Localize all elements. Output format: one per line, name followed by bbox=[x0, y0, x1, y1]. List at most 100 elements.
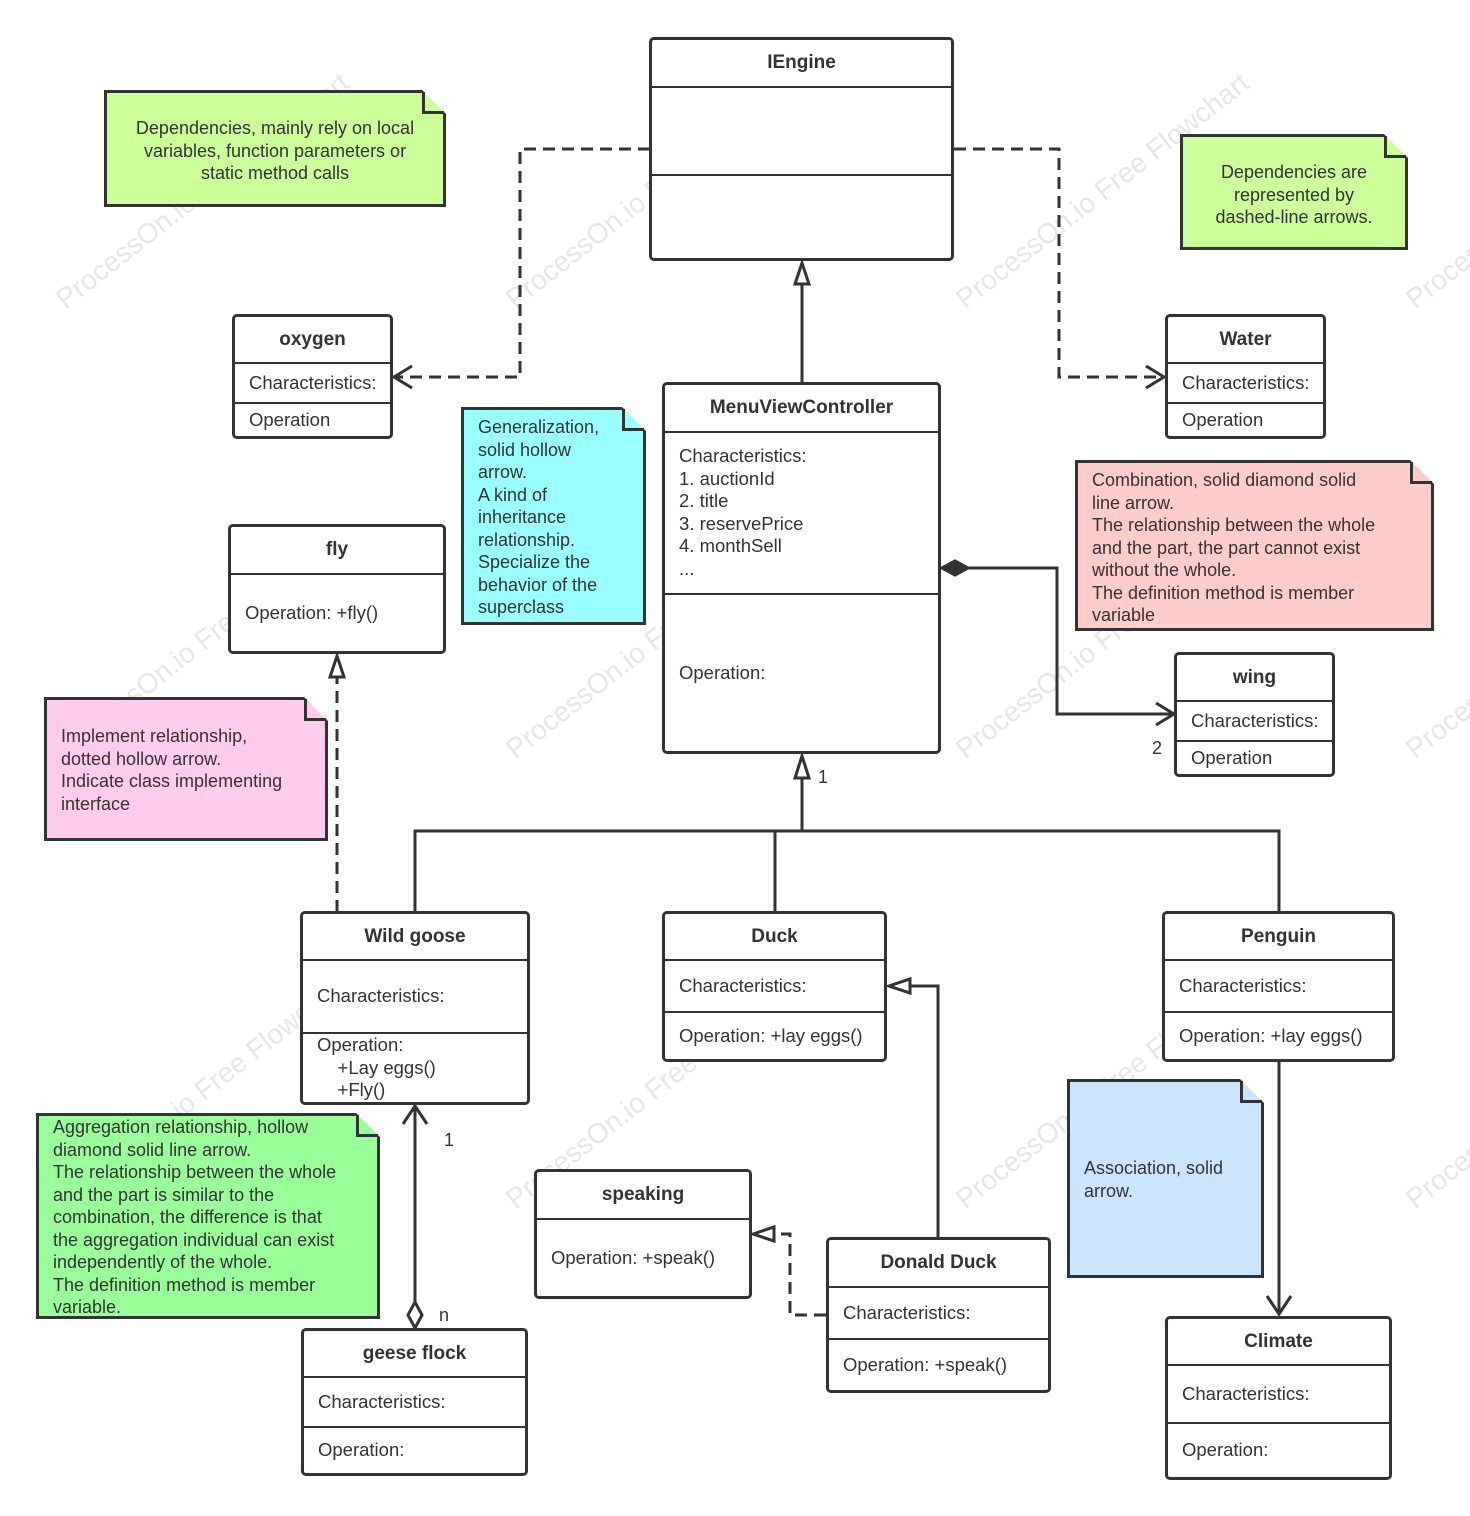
filled-diamond-icon bbox=[938, 559, 972, 577]
class-attributes: Characteristics: bbox=[1168, 1364, 1389, 1422]
note-line: variable bbox=[1092, 605, 1156, 625]
note-line: superclass bbox=[478, 597, 565, 617]
note-line: inheritance bbox=[478, 507, 567, 527]
class-speaking[interactable]: speaking Operation: +speak() bbox=[534, 1169, 752, 1299]
note-line: independently of the whole. bbox=[53, 1252, 273, 1272]
multiplicity-label: 1 bbox=[444, 1130, 455, 1150]
generalization-line-donald-duck bbox=[910, 984, 940, 1238]
attribute-line: 2. title bbox=[679, 490, 729, 511]
class-operations: Operation: +fly() bbox=[231, 573, 443, 651]
class-operations: Operation: +speak() bbox=[829, 1338, 1048, 1390]
attribute-line: 3. reservePrice bbox=[679, 512, 804, 534]
multiplicity-label: 2 bbox=[1152, 738, 1163, 758]
class-attributes: Characteristics: bbox=[829, 1286, 1048, 1338]
attribute-line: Characteristics: bbox=[679, 445, 807, 466]
class-operations bbox=[652, 174, 951, 258]
class-climate[interactable]: Climate Characteristics: Operation: bbox=[1165, 1316, 1392, 1480]
note-line: behavior of the bbox=[478, 574, 598, 595]
note-line: The relationship between the whole bbox=[1092, 515, 1376, 535]
hollow-triangle-arrow-icon bbox=[884, 976, 912, 996]
hollow-triangle-arrow-icon bbox=[792, 258, 812, 286]
class-operations: Operation bbox=[235, 402, 390, 436]
note-line: Specialize the bbox=[478, 552, 591, 572]
attribute-line: 1. auctionId bbox=[679, 467, 775, 489]
class-iengine[interactable]: IEngine bbox=[649, 37, 954, 261]
note-dependencies-left[interactable]: Dependencies, mainly rely on local varia… bbox=[104, 90, 446, 207]
note-line: and the part is similar to the bbox=[53, 1184, 275, 1205]
class-attributes: Characteristics: bbox=[235, 362, 390, 402]
class-operations: Operation: bbox=[304, 1426, 525, 1473]
class-donald-duck[interactable]: Donald Duck Characteristics: Operation: … bbox=[826, 1237, 1051, 1393]
multiplicity-label: 1 bbox=[818, 767, 829, 787]
note-line: The definition method is member bbox=[53, 1274, 316, 1295]
note-line: Implement relationship, bbox=[61, 726, 248, 746]
class-name: Water bbox=[1219, 328, 1272, 350]
class-name: Wild goose bbox=[364, 925, 466, 947]
class-name: wing bbox=[1232, 666, 1277, 688]
note-generalization[interactable]: Generalization, solid hollow arrow. A ki… bbox=[461, 407, 646, 625]
class-attributes: Characteristics: bbox=[304, 1376, 525, 1426]
realization-line-donald-speaking bbox=[774, 1232, 826, 1317]
open-arrowhead-icon bbox=[1145, 364, 1167, 390]
class-operations: Operation: +Lay eggs() +Fly() bbox=[303, 1032, 527, 1102]
note-line: Combination, solid diamond solid bbox=[1092, 470, 1357, 490]
composition-line-menu-wing bbox=[968, 566, 1174, 716]
note-line: Generalization, bbox=[478, 417, 600, 437]
note-line: and the part, the part cannot exist bbox=[1092, 537, 1361, 558]
class-operations: Operation bbox=[1177, 740, 1332, 774]
class-oxygen[interactable]: oxygen Characteristics: Operation bbox=[232, 314, 393, 439]
note-line: diamond solid line arrow. bbox=[53, 1139, 252, 1160]
note-line: The definition method is member bbox=[1092, 582, 1355, 603]
note-aggregation[interactable]: Aggregation relationship, hollow diamond… bbox=[36, 1113, 380, 1319]
open-arrowhead-icon bbox=[1265, 1295, 1293, 1317]
class-attributes: Characteristics: bbox=[1177, 700, 1332, 740]
note-line: Indicate class implementing bbox=[61, 771, 283, 791]
class-name: Duck bbox=[751, 925, 798, 947]
class-duck[interactable]: Duck Characteristics: Operation: +lay eg… bbox=[662, 911, 887, 1062]
note-implement[interactable]: Implement relationship, dotted hollow ar… bbox=[44, 697, 328, 841]
class-attributes bbox=[652, 86, 951, 174]
open-arrowhead-icon bbox=[401, 1103, 429, 1125]
note-line: represented by bbox=[1233, 184, 1355, 205]
class-attributes: Characteristics: bbox=[665, 959, 884, 1011]
note-dependencies-right[interactable]: Dependencies are represented by dashed-l… bbox=[1180, 134, 1408, 250]
class-attributes: Characteristics: 1. auctionId 2. title 3… bbox=[665, 431, 938, 593]
dependency-line-iengine-oxygen bbox=[394, 147, 650, 379]
hollow-triangle-arrow-icon bbox=[327, 651, 347, 679]
note-line: solid hollow bbox=[478, 439, 572, 460]
note-line: relationship. bbox=[478, 529, 576, 550]
class-menuviewcontroller[interactable]: MenuViewController Characteristics: 1. a… bbox=[662, 382, 941, 754]
class-operations: Operation: bbox=[1168, 1422, 1389, 1477]
class-attributes: Characteristics: bbox=[1165, 959, 1392, 1011]
class-operations: Operation: +speak() bbox=[537, 1218, 749, 1296]
note-line: without the whole. bbox=[1092, 560, 1237, 580]
class-penguin[interactable]: Penguin Characteristics: Operation: +lay… bbox=[1162, 911, 1395, 1062]
note-line: static method calls bbox=[200, 163, 350, 183]
note-association[interactable]: Association, solid arrow. bbox=[1067, 1079, 1264, 1278]
note-line: arrow. bbox=[478, 462, 528, 482]
class-water[interactable]: Water Characteristics: Operation bbox=[1165, 314, 1326, 439]
note-line: line arrow. bbox=[1092, 492, 1175, 513]
open-arrowhead-icon bbox=[391, 364, 413, 390]
class-geese-flock[interactable]: geese flock Characteristics: Operation: bbox=[301, 1328, 528, 1476]
note-line: dotted hollow arrow. bbox=[61, 748, 222, 769]
class-name: fly bbox=[325, 539, 349, 560]
note-line: dashed-line arrows. bbox=[1215, 207, 1373, 227]
attribute-line: ... bbox=[679, 557, 695, 579]
class-attributes: Characteristics: bbox=[303, 959, 527, 1032]
hollow-triangle-arrow-icon bbox=[748, 1224, 776, 1244]
operation-line: +Lay eggs() bbox=[317, 1056, 436, 1078]
class-name: Climate bbox=[1244, 1330, 1313, 1352]
note-combination[interactable]: Combination, solid diamond solid line ar… bbox=[1075, 460, 1434, 631]
class-wild-goose[interactable]: Wild goose Characteristics: Operation: +… bbox=[300, 911, 530, 1105]
note-line: Dependencies, mainly rely on local bbox=[135, 118, 415, 138]
class-fly[interactable]: fly Operation: +fly() bbox=[228, 524, 446, 654]
note-line: interface bbox=[61, 793, 131, 814]
operation-line: +Fly() bbox=[317, 1079, 386, 1101]
note-line: the aggregation individual can exist bbox=[53, 1229, 335, 1250]
multiplicity-label: n bbox=[439, 1305, 450, 1325]
class-wing[interactable]: wing Characteristics: Operation bbox=[1174, 652, 1335, 777]
operation-line: Operation: bbox=[317, 1034, 404, 1056]
